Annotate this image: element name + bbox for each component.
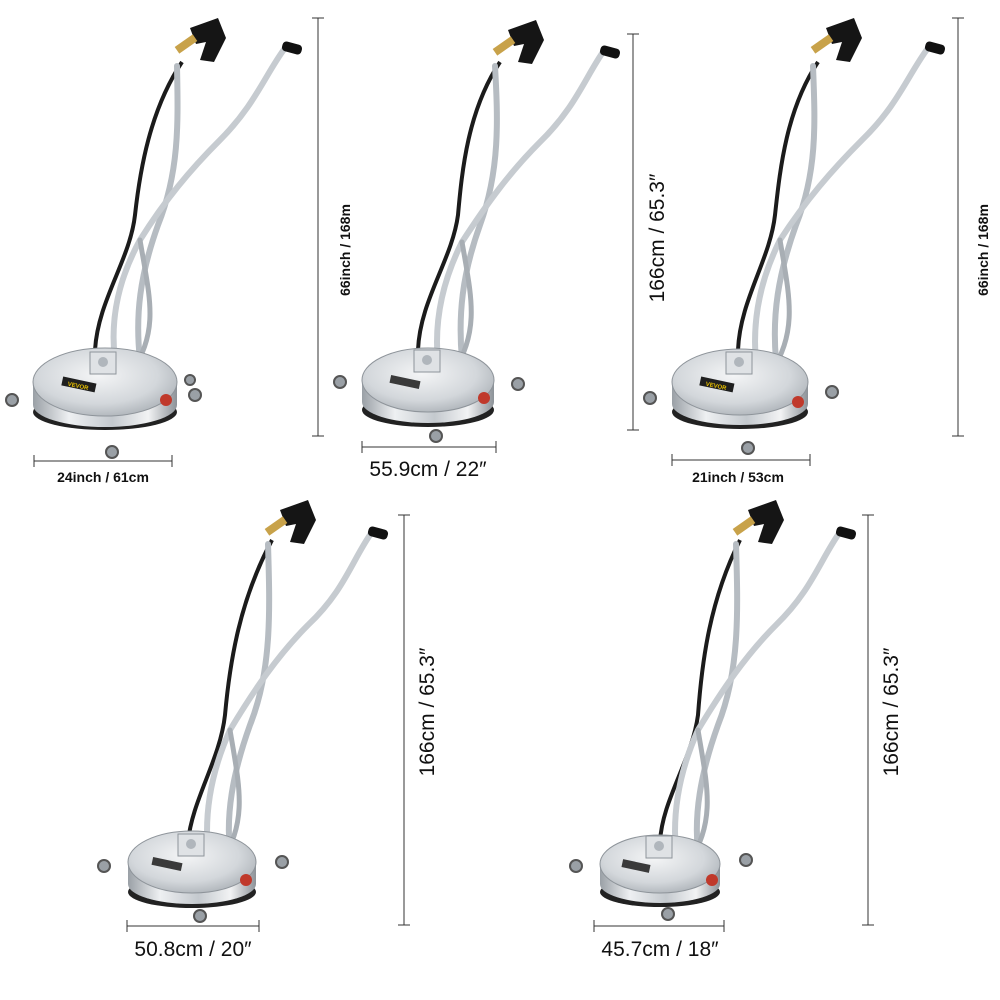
surface-cleaner-22 — [333, 20, 621, 443]
caster-wheel-icon — [569, 859, 583, 873]
caster-wheel-icon — [429, 429, 443, 443]
unit-20: 50.8cm / 20″ 166cm / 65.3″ — [97, 500, 439, 961]
spray-trigger-gun-icon — [732, 500, 784, 544]
high-pressure-hose — [658, 539, 742, 843]
handle-grip-icon — [924, 41, 946, 55]
caster-wheel-icon — [188, 388, 202, 402]
height-label: 166cm / 65.3″ — [416, 647, 439, 776]
handle-tube-right — [203, 529, 375, 855]
width-label: 55.9cm / 22″ — [369, 458, 487, 481]
handle-grip-icon — [281, 41, 303, 55]
width-label: 21inch / 53cm — [692, 469, 784, 485]
height-dimension: 66inch / 168m — [952, 17, 991, 437]
caster-wheel-icon — [643, 391, 657, 405]
caster-wheel-icon — [5, 393, 19, 407]
cleaner-deck — [97, 830, 289, 923]
handle-tube-left — [771, 63, 818, 363]
caster-wheel-icon — [739, 853, 753, 867]
handle-tube-left — [693, 541, 741, 855]
handle-tube-right — [752, 45, 931, 365]
caster-wheel-icon — [97, 859, 111, 873]
unit-22: 55.9cm / 22″ 166cm / 65.3″ — [333, 20, 669, 481]
height-dimension: 66inch / 168m — [312, 17, 353, 437]
handle-tube-left — [225, 541, 273, 855]
high-pressure-hose — [186, 539, 274, 843]
caster-wheel-icon — [825, 385, 839, 399]
high-pressure-hose — [93, 60, 184, 351]
caster-wheel-icon — [333, 375, 347, 389]
spray-trigger-gun-icon — [492, 20, 544, 64]
handle-tube-right — [434, 49, 606, 365]
unit-24: VEVOR 24inch / 61cm 66inch / 168m — [5, 17, 353, 485]
height-dimension: 166cm / 65.3″ — [627, 33, 669, 431]
spray-trigger-gun-icon — [264, 500, 316, 544]
spray-trigger-gun-icon — [174, 18, 226, 62]
height-label: 66inch / 168m — [975, 204, 991, 296]
surface-cleaner-20 — [97, 500, 389, 923]
caster-wheel-icon — [193, 909, 207, 923]
cleaner-deck — [333, 347, 525, 443]
handle-grip-icon — [835, 526, 857, 540]
height-label: 66inch / 168m — [337, 204, 353, 296]
height-label: 166cm / 65.3″ — [880, 647, 903, 776]
caster-wheel-icon — [184, 374, 196, 386]
width-dimension: 55.9cm / 22″ — [361, 441, 497, 481]
unit-18: 45.7cm / 18″ 166cm / 65.3″ — [569, 500, 903, 961]
brand-badge: VEVOR — [705, 382, 727, 392]
cleaner-deck: VEVOR — [643, 348, 839, 455]
high-pressure-hose — [736, 60, 820, 351]
caster-wheel-icon — [661, 907, 675, 921]
surface-cleaner-24: VEVOR — [5, 18, 303, 459]
width-label: 45.7cm / 18″ — [601, 938, 719, 961]
handle-tube-right — [671, 529, 843, 855]
height-dimension: 166cm / 65.3″ — [862, 514, 903, 926]
handle-grip-icon — [367, 526, 389, 540]
handle-tube-left — [135, 63, 181, 363]
caster-wheel-icon — [275, 855, 289, 869]
brand-badge: VEVOR — [67, 382, 89, 392]
width-label: 24inch / 61cm — [57, 469, 149, 485]
surface-cleaner-21: VEVOR — [643, 18, 946, 455]
surface-cleaner-18 — [569, 500, 857, 921]
caster-wheel-icon — [105, 445, 119, 459]
spray-trigger-gun-icon — [810, 18, 862, 62]
caster-wheel-icon — [741, 441, 755, 455]
width-dimension: 50.8cm / 20″ — [126, 920, 260, 961]
handle-grip-icon — [599, 45, 621, 59]
cleaner-deck: VEVOR — [5, 347, 202, 459]
caster-wheel-icon — [511, 377, 525, 391]
cleaner-deck — [569, 834, 753, 921]
width-dimension: 21inch / 53cm — [671, 454, 811, 485]
width-dimension: 24inch / 61cm — [33, 455, 173, 485]
height-dimension: 166cm / 65.3″ — [398, 514, 439, 926]
high-pressure-hose — [416, 60, 502, 351]
width-dimension: 45.7cm / 18″ — [593, 920, 725, 961]
height-label: 166cm / 65.3″ — [646, 173, 669, 302]
unit-21: VEVOR 21inch / 53cm 66inch / 168m — [643, 17, 991, 485]
handle-tube-left — [457, 63, 500, 363]
handle-tube-right — [110, 45, 288, 363]
width-label: 50.8cm / 20″ — [134, 938, 252, 961]
